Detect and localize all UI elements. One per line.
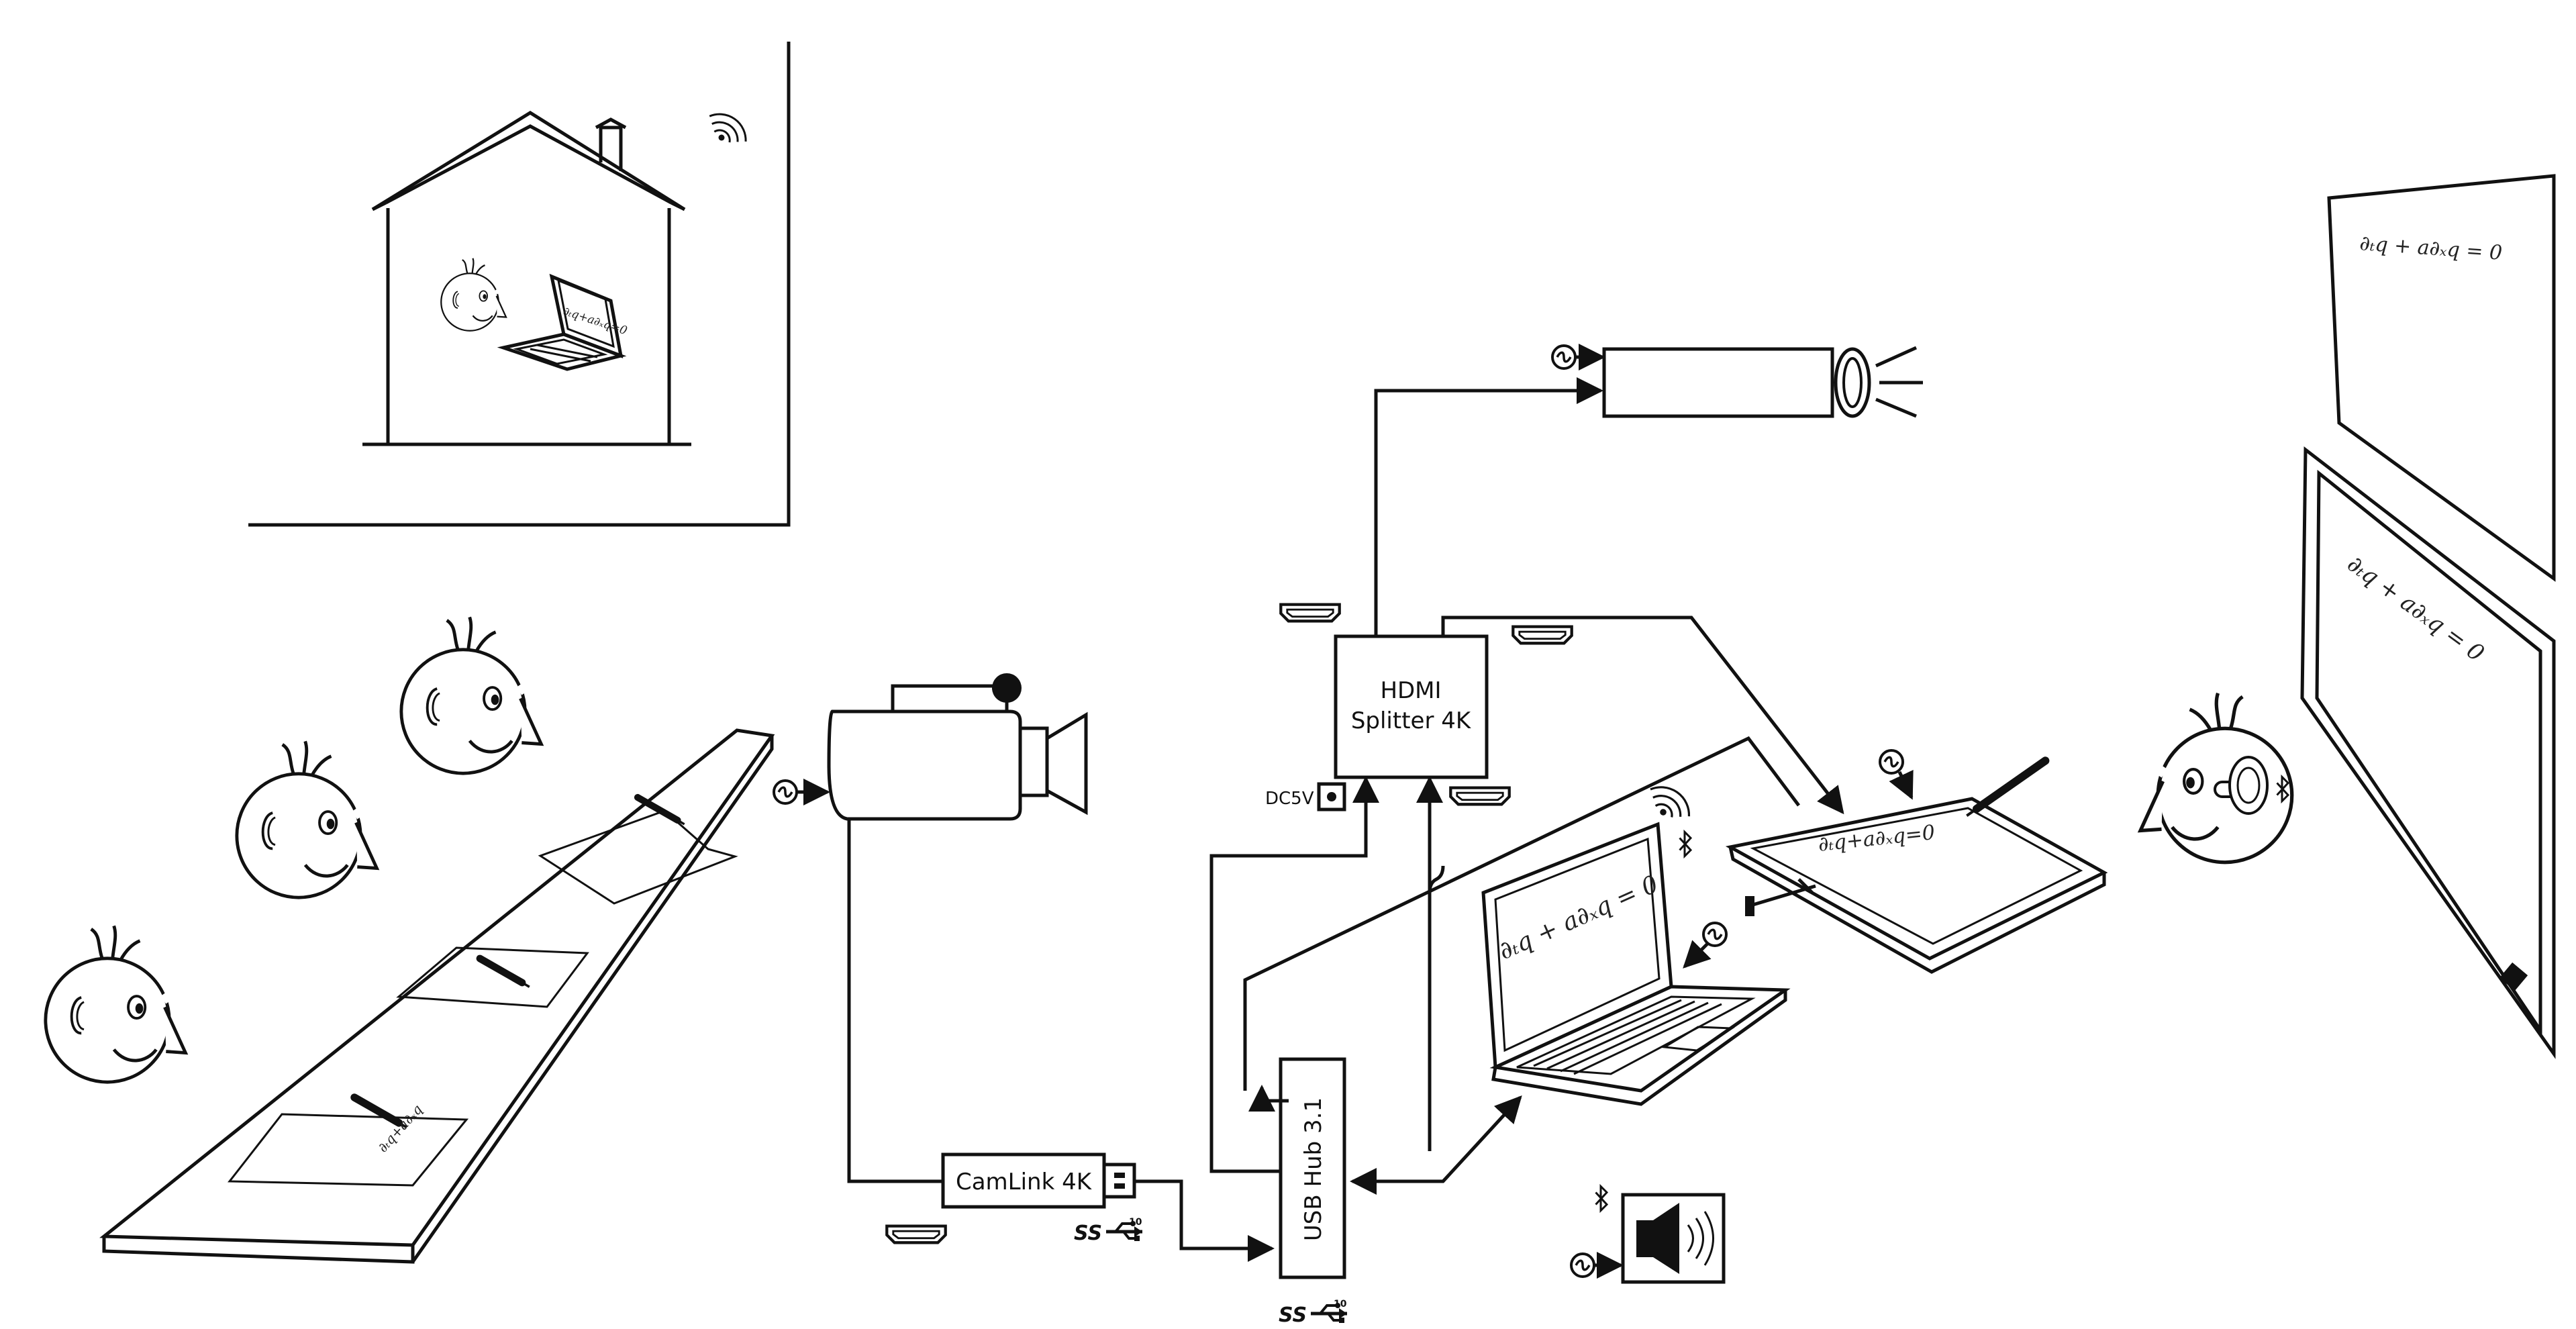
hdmi-port-icon — [887, 1226, 945, 1243]
home-laptop-icon: ∂ₜq+a∂ₓq=0 — [497, 273, 629, 371]
student-face-icon — [401, 617, 542, 773]
svg-text:10: 10 — [1334, 1299, 1347, 1310]
projection-screen: ∂ₜq + a∂ₓq = 0 — [2327, 174, 2556, 582]
wifi-icon — [1649, 781, 1691, 824]
svg-text:SS: SS — [1279, 1303, 1307, 1327]
hdmi-port-icon — [1513, 627, 1571, 644]
ac-power-icon — [1570, 1252, 1595, 1278]
speaker — [1621, 1193, 1726, 1284]
home-laptop-equation: ∂ₜq+a∂ₓq=0 — [561, 305, 629, 338]
student-face-icon — [46, 926, 186, 1082]
laptop: ∂ₜq + a∂ₓq = 0 — [1481, 822, 1791, 1106]
projector — [1602, 346, 1923, 418]
svg-text:SS: SS — [1074, 1222, 1102, 1245]
student-desk: ∂ₜq+a∂ₓq — [99, 728, 775, 1264]
dc-jack-icon — [1317, 782, 1346, 811]
svg-text:10: 10 — [1129, 1217, 1142, 1228]
teacher-headset — [2214, 756, 2269, 815]
hdmi-port-icon — [1281, 605, 1339, 622]
dc5v-label: DC5V — [1265, 789, 1314, 809]
usb-hub: USB Hub 3.1 — [1279, 1057, 1346, 1279]
ac-power-icon — [1551, 344, 1577, 370]
student-face-icon — [237, 741, 377, 897]
camlink-device: CamLink 4K — [941, 1152, 1136, 1209]
home-inset: ∂ₜq+a∂ₓq=0 — [248, 42, 791, 527]
usb-superspeed-icon: SS 10 — [1074, 1217, 1142, 1245]
usb-superspeed-icon: SS 10 — [1279, 1299, 1347, 1327]
ac-power-icon — [1879, 749, 1904, 775]
bluetooth-icon — [1595, 1185, 1608, 1212]
hdmi-splitter: HDMI Splitter 4K — [1334, 634, 1489, 779]
hdmi-port-icon — [1450, 788, 1509, 805]
bluetooth-icon — [1679, 831, 1692, 857]
camlink-label: CamLink 4K — [956, 1169, 1093, 1195]
hdmi-splitter-label-line2: Splitter 4K — [1351, 707, 1472, 734]
house-icon — [362, 111, 691, 446]
hdmi-splitter-label-line1: HDMI — [1380, 677, 1441, 704]
teacher-face-icon — [2140, 693, 2292, 863]
ac-power-icon — [773, 779, 798, 805]
usb-hub-label: USB Hub 3.1 — [1300, 1097, 1327, 1241]
video-camera — [827, 673, 1088, 821]
drawing-tablet: ∂ₜq+a∂ₓq=0 — [1725, 756, 2108, 974]
wifi-icon — [708, 109, 748, 148]
remote-student-face-icon — [441, 258, 506, 331]
